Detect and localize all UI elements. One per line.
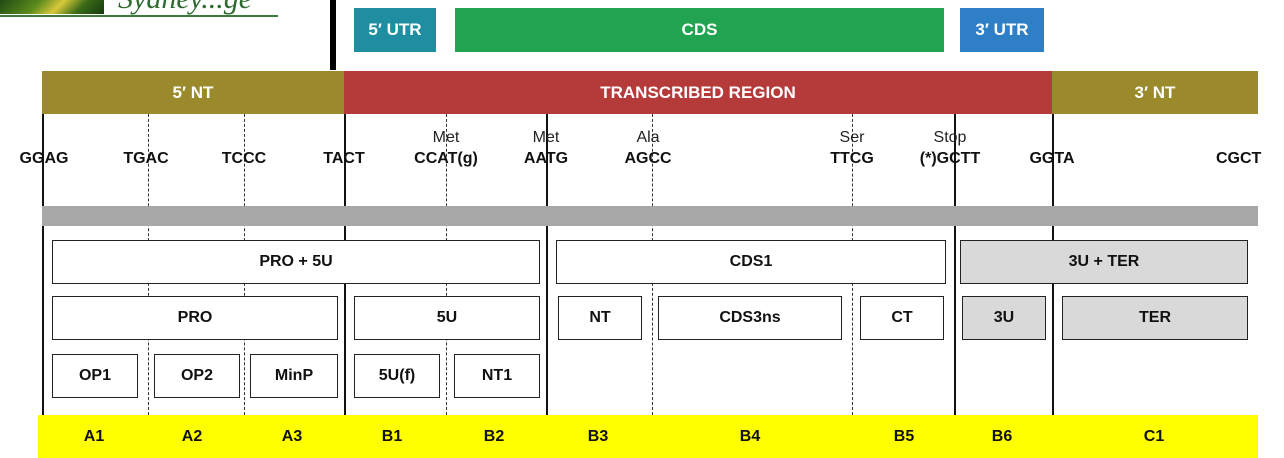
- region-3nt: 3′ NT: [1052, 71, 1258, 114]
- position-bar: [38, 415, 1258, 458]
- region-transcribed-label: TRANSCRIBED REGION: [600, 82, 796, 102]
- part-label: OP1: [78, 367, 111, 384]
- part-label: 3U + TER: [1068, 253, 1140, 270]
- site-amino-acid: [202, 128, 286, 148]
- site-amino-acid: Ala: [636, 129, 660, 146]
- site-amino-acid: [302, 128, 386, 148]
- legend-3utr-label: 3′ UTR: [975, 20, 1029, 39]
- part-label: 5U: [436, 309, 458, 326]
- part-ter: TER: [1062, 296, 1248, 340]
- part-label: 3U: [993, 309, 1015, 326]
- site-amino-acid: Met: [532, 129, 560, 146]
- position-b1: B1: [381, 427, 403, 445]
- part-cds3ns: CDS3ns: [658, 296, 842, 340]
- site-sequence: CCAT(g): [414, 150, 478, 167]
- region-5nt: 5′ NT: [42, 71, 344, 114]
- position-c1: C1: [1143, 427, 1165, 445]
- part-nt1: NT1: [454, 354, 540, 398]
- logo-image: [0, 0, 104, 14]
- site-aatg: Met AATG: [504, 128, 588, 170]
- position-b5: B5: [893, 427, 915, 445]
- part-ct: CT: [860, 296, 944, 340]
- part-label: CT: [891, 309, 913, 326]
- site-agcc: Ala AGCC: [606, 128, 690, 170]
- part-op1: OP1: [52, 354, 138, 398]
- site-sequence: TTCG: [830, 150, 874, 167]
- legend-5utr: 5′ UTR: [354, 8, 436, 52]
- part-3u-ter: 3U + TER: [960, 240, 1248, 284]
- site-sequence: CGCT: [1216, 150, 1262, 167]
- part-cds1: CDS1: [556, 240, 946, 284]
- site-sequence: (*)GCTT: [919, 150, 981, 167]
- part-5u: 5U: [354, 296, 540, 340]
- part-label: PRO: [177, 309, 213, 326]
- site-amino-acid: Met: [432, 129, 460, 146]
- legend-3utr: 3′ UTR: [960, 8, 1044, 52]
- region-3nt-label: 3′ NT: [1134, 82, 1176, 102]
- site-amino-acid: [2, 128, 86, 148]
- position-b3: B3: [587, 427, 609, 445]
- site-sequence: AGCC: [624, 150, 672, 167]
- part-label: NT1: [481, 367, 513, 384]
- part-label: CDS1: [729, 253, 773, 270]
- site-amino-acid: [104, 128, 188, 148]
- part-label: CDS3ns: [719, 309, 781, 326]
- site-ttcg: Ser TTCG: [810, 128, 894, 170]
- part-5uf: 5U(f): [354, 354, 440, 398]
- part-label: TER: [1139, 309, 1171, 326]
- site-gctt: Stop (*)GCTT: [908, 128, 992, 170]
- boundary-line: [42, 114, 44, 415]
- site-tccc: TCCC: [202, 128, 286, 170]
- part-pro: PRO: [52, 296, 338, 340]
- part-label: OP2: [180, 367, 213, 384]
- site-ggag: GGAG: [2, 128, 86, 170]
- boundary-line: [546, 114, 548, 415]
- separator-bar: [330, 0, 336, 70]
- site-sequence: TGAC: [123, 150, 169, 167]
- part-op2: OP2: [154, 354, 240, 398]
- region-5nt-label: 5′ NT: [172, 82, 214, 102]
- site-ccatg: Met CCAT(g): [404, 128, 488, 170]
- part-label: NT: [589, 309, 611, 326]
- position-b6: B6: [991, 427, 1013, 445]
- site-cgct: CGCT: [1216, 128, 1284, 170]
- position-a2: A2: [181, 427, 203, 445]
- site-sequence: AATG: [523, 150, 569, 167]
- boundary-line: [954, 114, 956, 415]
- part-3u: 3U: [962, 296, 1046, 340]
- site-tgac: TGAC: [104, 128, 188, 170]
- site-sequence: TACT: [323, 150, 365, 167]
- logo-text: Sydney...ge: [118, 0, 252, 14]
- site-amino-acid: [1216, 128, 1284, 148]
- legend-cds: CDS: [455, 8, 944, 52]
- legend-5utr-label: 5′ UTR: [368, 20, 422, 39]
- part-label: PRO + 5U: [259, 253, 333, 270]
- part-pro-5u: PRO + 5U: [52, 240, 540, 284]
- legend-cds-label: CDS: [681, 20, 718, 39]
- site-tact: TACT: [302, 128, 386, 170]
- region-transcribed: TRANSCRIBED REGION: [344, 71, 1052, 114]
- logo-underline: [0, 15, 278, 17]
- part-label: 5U(f): [378, 367, 416, 384]
- part-minp: MinP: [250, 354, 338, 398]
- site-amino-acid: Ser: [839, 129, 865, 146]
- site-amino-acid: Stop: [933, 129, 967, 146]
- part-nt: NT: [558, 296, 642, 340]
- site-sequence: TCCC: [221, 150, 267, 167]
- position-b4: B4: [739, 427, 761, 445]
- part-label: MinP: [274, 367, 314, 384]
- site-sequence: GGTA: [1029, 150, 1075, 167]
- site-ggta: GGTA: [1010, 128, 1094, 170]
- position-b2: B2: [483, 427, 505, 445]
- site-amino-acid: [1010, 128, 1094, 148]
- position-a1: A1: [83, 427, 105, 445]
- dna-band: [42, 206, 1258, 226]
- site-sequence: GGAG: [19, 150, 69, 167]
- position-a3: A3: [281, 427, 303, 445]
